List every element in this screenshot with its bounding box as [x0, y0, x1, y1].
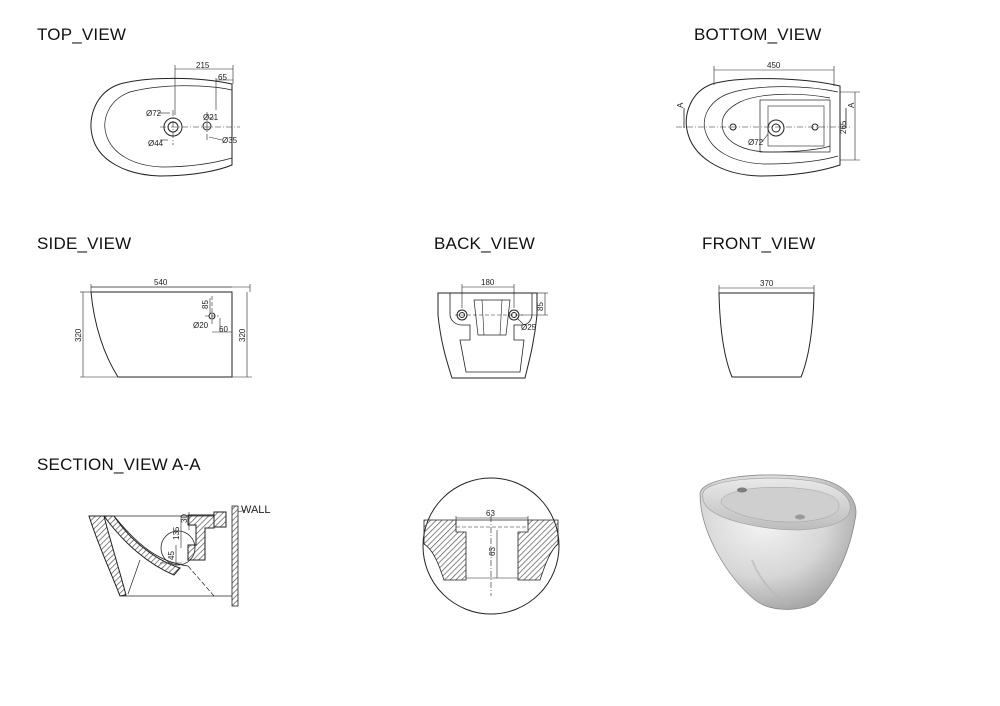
dim-top-d35: Ø35: [222, 136, 238, 145]
bottom-hole: [767, 119, 785, 137]
bottom-view-title: BOTTOM_VIEW: [694, 25, 822, 44]
dim-back-180: 180: [481, 278, 495, 287]
top-view-drawing: [90, 65, 240, 177]
dim-side-d20: Ø20: [193, 321, 209, 330]
dim-bottom-265: 265: [839, 120, 848, 134]
dim-detail-63-height: 63: [488, 547, 497, 556]
dim-section-135: 135: [172, 526, 181, 540]
dim-top-d72: Ø72: [146, 109, 162, 118]
dim-side-540: 540: [154, 278, 168, 287]
front-view-outline: [718, 292, 815, 378]
front-view-title: FRONT_VIEW: [702, 234, 816, 253]
dim-side-60: 60: [219, 325, 228, 334]
dim-side-320-right: 320: [238, 328, 247, 342]
dim-back-85: 85: [536, 302, 545, 311]
dim-side-85: 85: [201, 300, 210, 309]
dim-bottom-d72: Ø72: [748, 138, 764, 147]
bottom-view-outline: [685, 78, 841, 177]
side-view-outline: [90, 291, 233, 378]
detail-view-drawing: [422, 477, 560, 615]
section-detail-circle: [160, 530, 196, 566]
section-wall: [231, 505, 239, 607]
dim-detail-63-width: 63: [486, 509, 495, 518]
dim-top-215: 215: [196, 61, 210, 70]
dim-bottom-450: 450: [767, 61, 781, 70]
top-tap-hole: [202, 121, 212, 131]
section-view-drawing: [88, 505, 247, 607]
bottom-view-drawing: [676, 66, 860, 177]
top-view-outline: [90, 77, 233, 177]
side-view-title: SIDE_VIEW: [37, 234, 132, 253]
section-mark-a-left: A: [676, 102, 685, 108]
dim-section-45: 45: [167, 551, 176, 560]
dim-front-370: 370: [760, 279, 774, 288]
back-view-outline: [437, 292, 538, 379]
dim-section-30: 30: [180, 514, 189, 523]
back-view-drawing: [437, 284, 548, 379]
detail-circle: [422, 477, 560, 615]
front-view-drawing: [718, 285, 815, 378]
dim-top-d44: Ø44: [148, 139, 164, 148]
back-view-title: BACK_VIEW: [434, 234, 535, 253]
wall-label: WALL: [241, 504, 271, 516]
dim-back-d25: Ø25: [521, 323, 537, 332]
section-mark-a-right: A: [847, 102, 856, 108]
bidet-3d-render: [699, 474, 857, 610]
top-view-rim: [104, 85, 233, 168]
top-view-title: TOP_VIEW: [37, 25, 127, 44]
side-view-drawing: [80, 284, 252, 378]
dim-side-320-left: 320: [74, 328, 83, 342]
dim-top-65: 65: [218, 73, 227, 82]
section-view-title: SECTION_VIEW A-A: [37, 455, 201, 474]
dim-top-d21: Ø21: [203, 113, 219, 122]
section-shell-left: [88, 515, 127, 597]
